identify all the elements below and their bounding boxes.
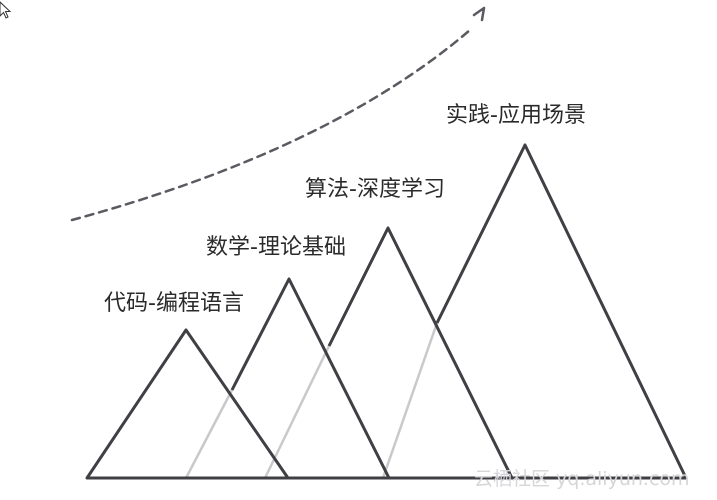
mountain-coding	[85, 328, 290, 479]
watermark: 云栖社区 yq.aliyun.com	[474, 468, 690, 490]
mountain-math	[230, 277, 391, 479]
mouse-pointer-icon	[0, 1, 12, 19]
growth-trend-curve	[70, 28, 472, 222]
mountain-4-hidden-edge	[381, 322, 439, 479]
stage-label-math: 数学-理论基础	[206, 235, 346, 260]
mountain-2-hidden-edge	[184, 389, 234, 479]
trend-arrow-icon	[472, 6, 486, 22]
stage-label-practice: 实践-应用场景	[446, 103, 586, 128]
stage-label-coding: 代码-编程语言	[104, 291, 244, 316]
stage-label-algorithm: 算法-深度学习	[305, 177, 445, 202]
mountain-algorithm	[327, 226, 514, 479]
mountain-3-hidden-edge	[263, 345, 331, 479]
mountain-practice	[435, 143, 688, 479]
